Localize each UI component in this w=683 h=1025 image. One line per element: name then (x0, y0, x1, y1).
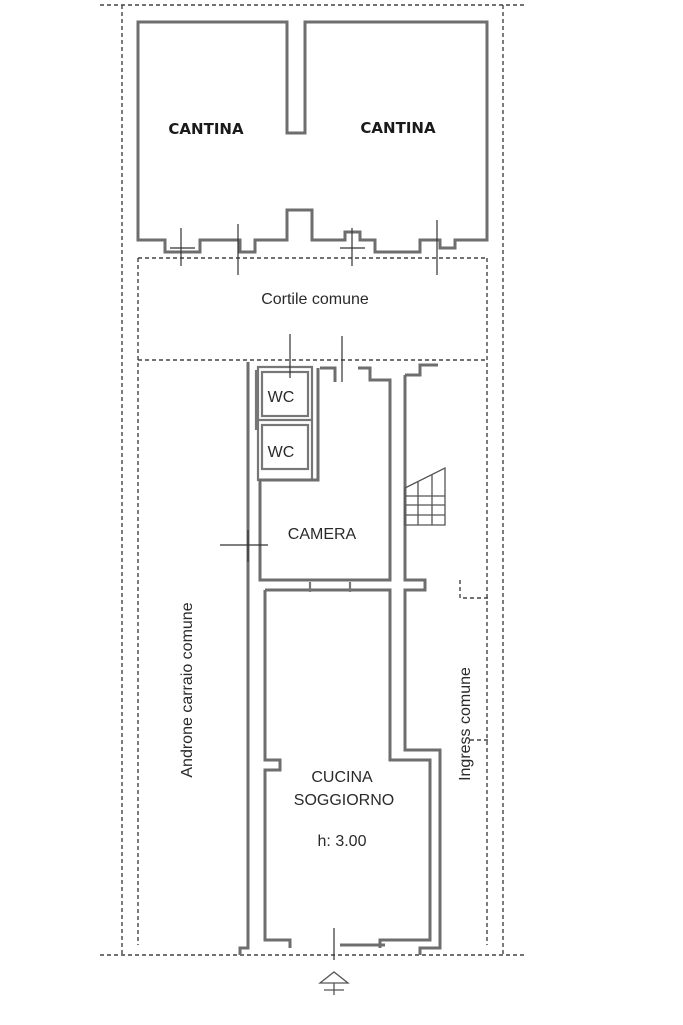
wc-upper-label: WC (268, 389, 295, 406)
kitchen-label-line1: CUCINA (311, 769, 373, 786)
apartment-walls (220, 334, 490, 960)
cellar-right-label: CANTINA (360, 119, 436, 137)
courtyard-label: Cortile comune (261, 291, 369, 308)
kitchen-label-line2: SOGGIORNO (294, 792, 394, 809)
driveway-label: Androne carraio comune (179, 602, 196, 777)
staircase-icon (404, 466, 446, 526)
cellar-left-label: CANTINA (168, 120, 244, 138)
bedroom-label: CAMERA (288, 526, 357, 543)
wc-lower-label: WC (268, 444, 295, 461)
entrance-arrow-icon (318, 971, 350, 995)
kitchen-height-label: h: 3.00 (318, 833, 367, 850)
cellar-walls (136, 20, 489, 275)
property-boundary (100, 4, 525, 956)
entrance-label: Ingress comune (457, 667, 474, 781)
